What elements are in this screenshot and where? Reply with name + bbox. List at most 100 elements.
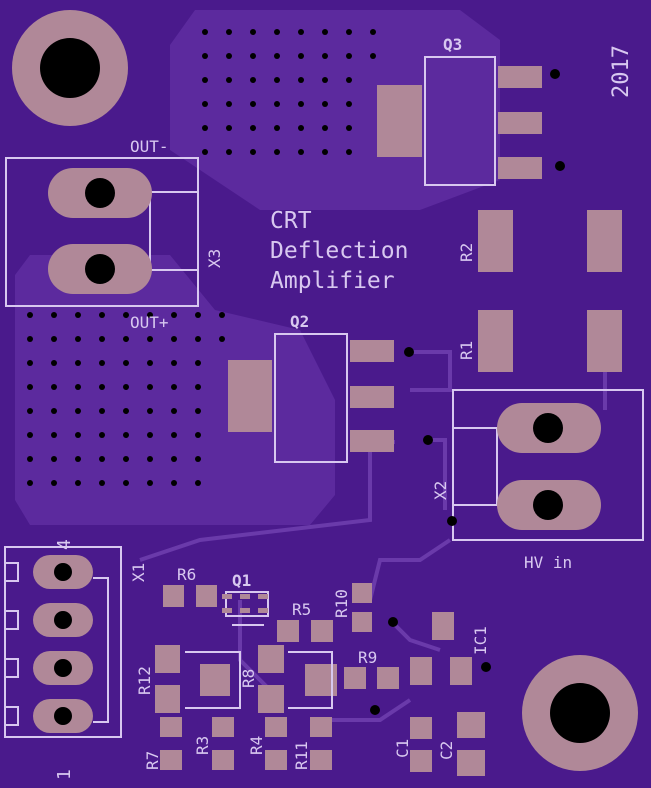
via-hole [250,29,256,35]
via-hole [250,125,256,131]
x3-label: X3 [205,249,224,268]
via-hole [226,101,232,107]
transistor-q1 [222,591,269,626]
via-hole [147,480,153,486]
via-hole [370,29,376,35]
via-hole [195,336,201,342]
x2-label: X2 [431,481,450,500]
resistor-r12 [155,645,241,713]
q2-label: Q2 [290,312,309,331]
via-grid-bottom [27,312,225,486]
via-hole [226,149,232,155]
via-hole [322,101,328,107]
via-hole [322,149,328,155]
via-hole [99,432,105,438]
title-line-2: Deflection [270,238,408,264]
via-hole [219,336,225,342]
title-line-1: CRT [270,208,312,234]
via-hole [202,101,208,107]
q1-label: Q1 [232,571,251,590]
via-hole [226,77,232,83]
via-hole [171,408,177,414]
connector-x1 [4,546,122,738]
via-hole [123,456,129,462]
via-hole [123,360,129,366]
via-hole [51,480,57,486]
via-hole [171,480,177,486]
via-hole [346,29,352,35]
via-hole [322,53,328,59]
via-hole [75,312,81,318]
via-hole [51,432,57,438]
title-line-3: Amplifier [270,268,395,294]
via-hole [147,456,153,462]
via-hole [147,408,153,414]
via-hole [147,336,153,342]
via-hole [51,456,57,462]
via-hole [202,125,208,131]
via-hole [226,29,232,35]
via-hole [195,360,201,366]
via-hole [250,53,256,59]
via-hole [274,149,280,155]
r7-label: R7 [143,751,162,770]
mounting-hole-bottom-right [522,655,638,771]
via-hole [298,101,304,107]
via-hole [274,101,280,107]
via-hole [27,336,33,342]
via-hole [147,432,153,438]
via-hole [51,360,57,366]
capacitor-c1 [410,717,432,772]
year-label: 2017 [609,45,634,98]
connector-x3 [5,157,199,307]
via-hole [99,480,105,486]
x1-label: X1 [129,563,148,582]
r10-label: R10 [332,589,351,618]
via-hole [147,360,153,366]
via-hole [75,432,81,438]
via-hole [250,77,256,83]
r9-label: R9 [358,648,377,667]
resistor-r5 [277,620,333,642]
via-hole [171,312,177,318]
via-hole [195,384,201,390]
via-hole [75,384,81,390]
via-hole [27,384,33,390]
resistor-r7 [160,717,182,770]
via-hole [346,149,352,155]
pin-1-label: 1 [54,769,75,780]
via-hole [99,456,105,462]
via-hole [226,53,232,59]
r11-label: R11 [292,741,311,770]
via-hole [298,53,304,59]
via-hole [346,77,352,83]
r4-label: R4 [247,736,266,755]
via-hole [75,480,81,486]
via-hole [123,408,129,414]
via-hole [123,384,129,390]
via-hole [298,77,304,83]
via-hole [250,149,256,155]
via-hole [27,432,33,438]
transistor-q2 [228,333,433,463]
via-hole [298,149,304,155]
via-hole [123,336,129,342]
via-hole [99,312,105,318]
via-hole [51,408,57,414]
via-hole [123,480,129,486]
via-hole [226,125,232,131]
c2-label: C2 [437,741,456,760]
via-hole [274,53,280,59]
c1-label: C1 [393,739,412,758]
capacitor-c2 [457,712,485,776]
via-hole [27,360,33,366]
via-hole [27,456,33,462]
via-grid-top [202,29,376,155]
via-hole [370,53,376,59]
via-hole [75,408,81,414]
via-hole [322,125,328,131]
via-hole [202,29,208,35]
via-hole [99,384,105,390]
via-hole [27,312,33,318]
via-hole [123,432,129,438]
